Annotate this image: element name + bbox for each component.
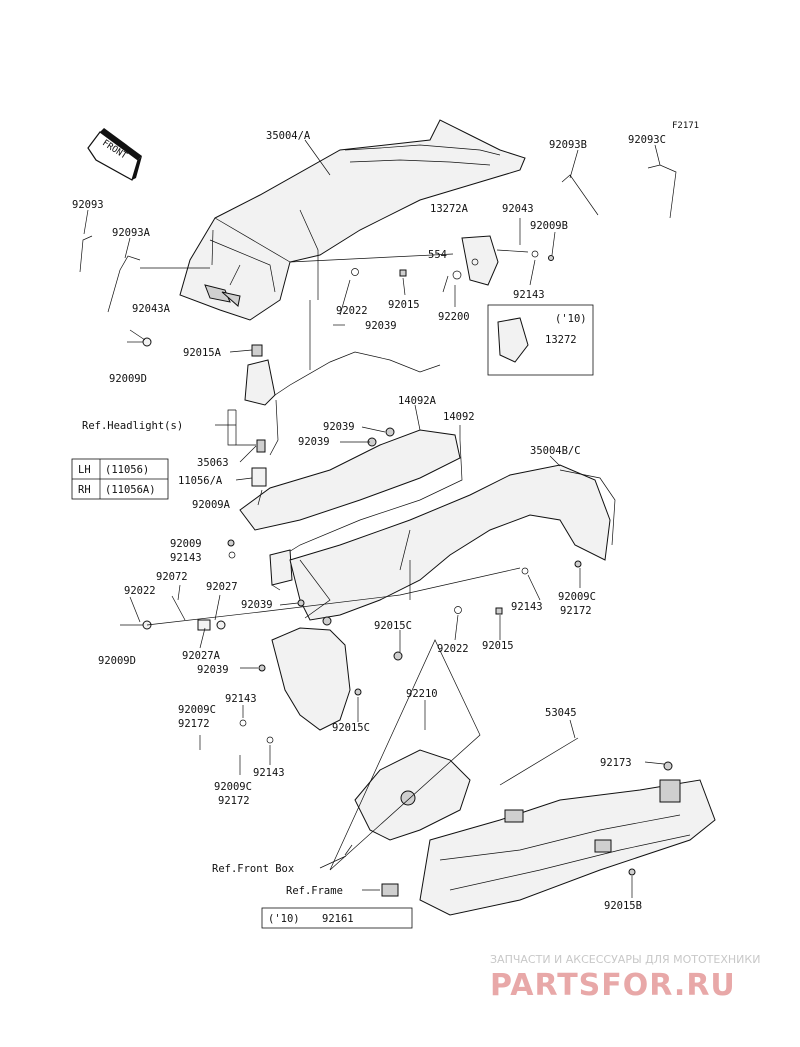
callout-92015b: 92015B <box>604 900 642 912</box>
callout-14092a: 14092A <box>398 395 437 407</box>
callout-92009: 92009 <box>170 538 202 550</box>
callout-92039-b: 92039 <box>323 421 355 433</box>
watermark: ЗАПЧАСТИ И АКСЕССУАРЫ ДЛЯ МОТОТЕХНИКИ PA… <box>490 953 760 1003</box>
callout-92172-b: 92172 <box>178 718 210 730</box>
callout-11056a: 11056/A <box>178 475 223 487</box>
left-fasteners <box>120 539 582 775</box>
callout-92015-top: 92015 <box>388 299 420 311</box>
figure-code: F2171 <box>672 121 699 131</box>
callout-92009a: 92009A <box>192 499 231 511</box>
callout-92161: 92161 <box>322 913 354 925</box>
callout-53045: 53045 <box>545 707 577 719</box>
side-cover-14092 <box>239 427 463 591</box>
leader-lines <box>229 209 481 871</box>
front-direction-arrow: FRONT <box>87 128 142 181</box>
callout-92022-b: 92022 <box>124 585 156 597</box>
callout-13272: 13272 <box>545 334 577 346</box>
callout-92210: 92210 <box>406 688 438 700</box>
callout-92022-top: 92022 <box>336 305 368 317</box>
watermark-tagline: ЗАПЧАСТИ И АКСЕССУАРЫ ДЛЯ МОТОТЕХНИКИ <box>490 953 760 966</box>
callout-92015c: 92015C <box>374 620 412 632</box>
callout-leaders <box>83 139 665 919</box>
front-fender-upper <box>179 119 526 321</box>
callout-92022-c: 92022 <box>437 643 469 655</box>
callout-92039-c: 92039 <box>298 436 330 448</box>
watermark-brand: PARTSFOR.RU <box>490 968 736 1003</box>
bracket-13272a <box>442 235 554 293</box>
callout-92009d-b: 92009D <box>98 655 136 667</box>
variant-rh-code: (11056A) <box>105 484 156 496</box>
variant-lh-code: (11056) <box>105 464 149 476</box>
callout-92172-c: 92172 <box>218 795 250 807</box>
callout-92009c-a: 92009C <box>558 591 596 603</box>
callout-92009c-c: 92009C <box>214 781 252 793</box>
ref-frame-label: Ref.Frame <box>286 885 343 897</box>
callout-14092: 14092 <box>443 411 475 423</box>
callout-554: 554 <box>428 249 447 261</box>
callout-inset-10-top: ('10) <box>555 313 587 325</box>
variant-rh-side: RH <box>78 484 91 496</box>
callout-92093a: 92093A <box>112 227 151 239</box>
callout-92143-b: 92143 <box>170 552 202 564</box>
callout-35004a: 35004/A <box>266 130 311 142</box>
front-fender-lower <box>289 464 616 621</box>
trim-strips-right <box>561 164 677 219</box>
callout-92039-top: 92039 <box>365 320 397 332</box>
frame-and-front-box <box>344 737 716 923</box>
callout-92093b: 92093B <box>549 139 587 151</box>
variant-table: LH (11056) RH (11056A) <box>71 458 169 500</box>
ref-headlights-label: Ref.Headlight(s) <box>82 420 183 432</box>
callout-92200: 92200 <box>438 311 470 323</box>
callout-92172-a: 92172 <box>560 605 592 617</box>
callout-92093c: 92093C <box>628 134 666 146</box>
callout-35063: 35063 <box>197 457 229 469</box>
headlight-bracket-assembly <box>235 351 441 487</box>
callout-92009d-top: 92009D <box>109 373 147 385</box>
callout-inset-10-bottom: ('10) <box>268 913 300 925</box>
callout-92009b: 92009B <box>530 220 568 232</box>
inset-92161 <box>261 907 413 929</box>
callout-92015a: 92015A <box>183 347 222 359</box>
inner-mudguard <box>271 616 403 731</box>
callout-92039-e: 92039 <box>197 664 229 676</box>
callout-92143-e: 92143 <box>253 767 285 779</box>
callout-92173: 92173 <box>600 757 632 769</box>
callout-92143-d: 92143 <box>225 693 257 705</box>
upper-fasteners <box>127 268 407 357</box>
variant-lh-side: LH <box>78 464 91 476</box>
callout-13272a: 13272A <box>430 203 469 215</box>
callout-92143-c: 92143 <box>511 601 543 613</box>
callout-92009c-b: 92009C <box>178 704 216 716</box>
inset-bracket-13272 <box>487 304 594 376</box>
callout-92015-b: 92015 <box>482 640 514 652</box>
callout-92043a: 92043A <box>132 303 171 315</box>
callout-labels: 35004/A 92093B 92093C 92093 92093A 13272… <box>72 130 666 925</box>
callout-92027a: 92027A <box>182 650 221 662</box>
ref-front-box-label: Ref.Front Box <box>212 863 294 875</box>
callout-92039-d: 92039 <box>241 599 273 611</box>
ref-headlight-bracket <box>227 409 236 446</box>
callout-92043: 92043 <box>502 203 534 215</box>
callout-92143-top: 92143 <box>513 289 545 301</box>
callout-92015c-b: 92015C <box>332 722 370 734</box>
trim-strips-left <box>79 235 141 313</box>
callout-92093: 92093 <box>72 199 104 211</box>
callout-35004bc: 35004B/C <box>530 445 581 457</box>
callout-92072: 92072 <box>156 571 188 583</box>
callout-92027: 92027 <box>206 581 238 593</box>
